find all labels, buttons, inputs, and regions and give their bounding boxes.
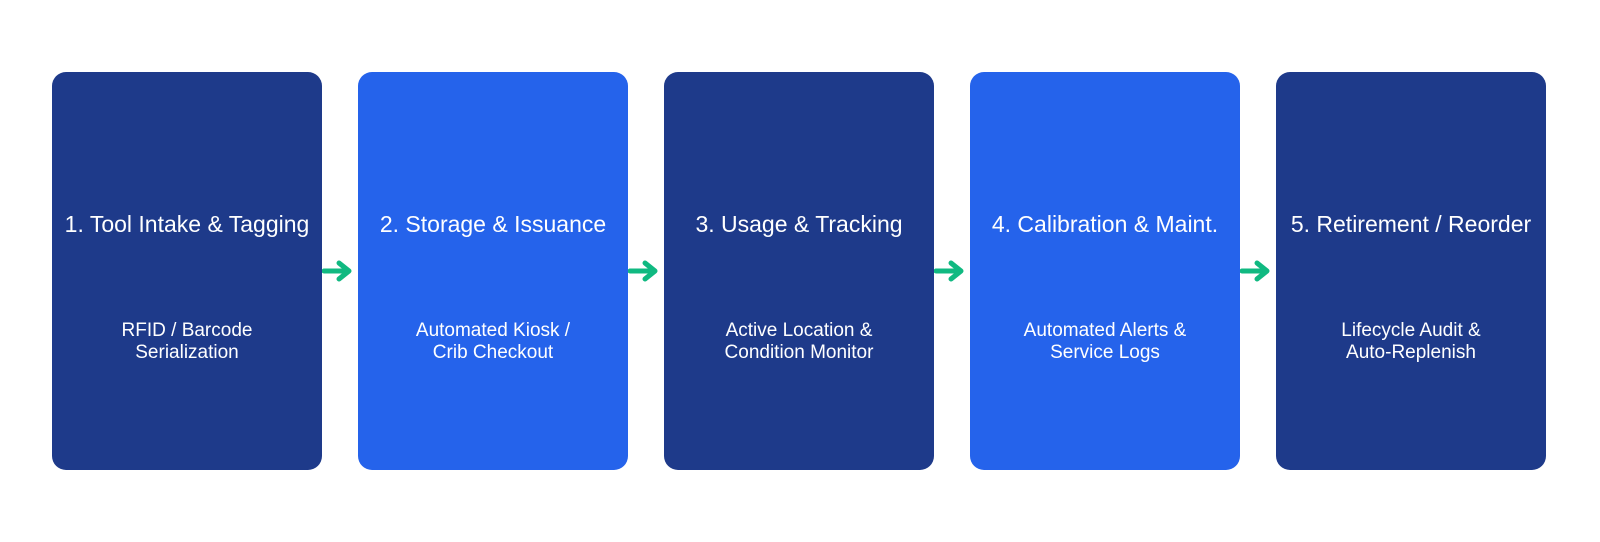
step-description: Lifecycle Audit & Auto-Replenish — [1341, 320, 1481, 363]
step-box-retirement: 5. Retirement / Reorder Lifecycle Audit … — [1276, 72, 1546, 470]
step-description: RFID / Barcode Serialization — [121, 320, 253, 363]
right-arrow-icon — [934, 260, 964, 282]
step-box-storage: 2. Storage & Issuance Automated Kiosk / … — [358, 72, 628, 470]
step-box-usage: 3. Usage & Tracking Active Location & Co… — [664, 72, 934, 470]
step-title: 3. Usage & Tracking — [695, 211, 903, 237]
step-title: 5. Retirement / Reorder — [1290, 211, 1532, 237]
right-arrow-icon — [322, 260, 352, 282]
step-description: Automated Kiosk / Crib Checkout — [415, 320, 571, 363]
step-box-intake: 1. Tool Intake & Tagging RFID / Barcode … — [52, 72, 322, 470]
right-arrow-icon — [1240, 260, 1270, 282]
step-title: 1. Tool Intake & Tagging — [64, 211, 310, 237]
step-title: 2. Storage & Issuance — [379, 211, 607, 237]
step-title: 4. Calibration & Maint. — [991, 211, 1219, 237]
step-description: Active Location & Condition Monitor — [724, 320, 874, 363]
step-description: Automated Alerts & Service Logs — [1023, 320, 1187, 363]
step-box-calibration: 4. Calibration & Maint. Automated Alerts… — [970, 72, 1240, 470]
right-arrow-icon — [628, 260, 658, 282]
